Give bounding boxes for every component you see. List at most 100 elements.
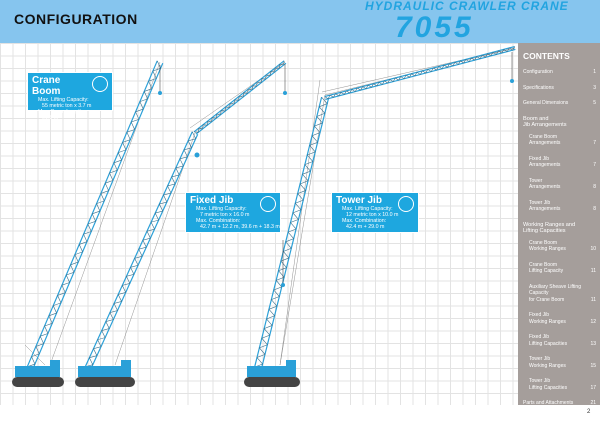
contents-item-label: General Dimensions <box>523 100 569 106</box>
contents-item[interactable]: Auxiliary Sheave Lifting Capacity for Cr… <box>523 284 596 304</box>
contents-item-label: Tower Jib Arrangements <box>529 199 561 213</box>
contents-item-label: Parts and Attachments <box>523 400 574 406</box>
contents-group: Working Ranges and Lifting Capacities <box>523 221 576 235</box>
rope <box>114 132 196 366</box>
hook <box>283 91 287 95</box>
callout-line: 12 metric ton x 10.0 m <box>346 212 399 218</box>
crawler-track <box>12 377 64 387</box>
header: CONFIGURATION HYDRAULIC CRAWLER CRANE 70… <box>0 0 600 43</box>
boom-chord <box>90 133 199 370</box>
boom-chord <box>195 62 287 135</box>
callout-line: 42.7 m + 12.2 m, 39.6 m + 18.3 m <box>200 224 280 230</box>
contents-item[interactable]: Tower Jib Lifting Capacities 17 <box>523 378 596 391</box>
rope <box>279 94 326 366</box>
contents-item-label: Configuration <box>523 69 553 75</box>
contents-item-page: 21 <box>590 400 596 406</box>
contents-item-page: 17 <box>590 384 596 391</box>
contents-item-label: Specifications <box>523 84 554 91</box>
callout-line: Max. Boom Length: <box>38 109 84 115</box>
callout-tower-jib: Tower Jib Max. Lifting Capacity: 12 metr… <box>331 192 419 233</box>
callout-fixed-jib: Fixed Jib Max. Lifting Capacity: 7 metri… <box>185 192 281 233</box>
fixed-jib-icon <box>260 196 276 212</box>
rope <box>194 61 286 134</box>
contents-item-label: Tower Arrangements <box>529 177 561 191</box>
boom-lacing <box>194 60 285 133</box>
contents-item-label: Crane Boom Lifting Capacity <box>529 261 564 275</box>
contents-item-label: Crane Boom Working Ranges <box>529 239 566 253</box>
contents-item-label: Tower Jib Working Ranges <box>529 356 566 369</box>
callout-line: 51.8 m <box>42 115 59 121</box>
contents-item[interactable]: General Dimensions 5 <box>523 100 596 107</box>
contents-item[interactable]: Fixed Jib Arrangements 7 <box>523 156 596 169</box>
callout-line: 55 metric ton x 3.7 m <box>42 103 92 109</box>
contents-item[interactable]: Crane Boom Arrangements 7 <box>523 134 596 147</box>
tower-jib-icon <box>398 196 414 212</box>
contents-item-page: 11 <box>590 296 596 303</box>
contents-item-label: Fixed Jib Working Ranges <box>529 312 566 325</box>
contents-item-label: Auxiliary Sheave Lifting Capacity for Cr… <box>529 283 581 303</box>
contents-item-page: 7 <box>593 140 596 146</box>
contents-item-page: 11 <box>590 268 596 274</box>
contents-item-label: Tower Jib Lifting Capacities <box>529 378 568 391</box>
crane-illustrations <box>12 45 516 387</box>
contents-item-label: Fixed Jib Arrangements <box>529 155 561 169</box>
boom-chord <box>260 98 329 369</box>
contents-item[interactable]: Configuration 1 <box>523 69 596 76</box>
contents-item-page: 7 <box>593 162 596 168</box>
page-number: 2 <box>587 409 591 415</box>
contents-item-label: Crane Boom Arrangements <box>529 133 561 147</box>
boom-chord <box>32 62 164 370</box>
callout-line: Max. Combination: <box>342 218 387 224</box>
brand-line: HYDRAULIC CRAWLER CRANE <box>365 0 569 13</box>
model-number: 7055 <box>395 11 474 43</box>
boom-lacing <box>254 96 328 368</box>
crane-body <box>247 366 291 377</box>
callout-title: Crane Boom <box>32 75 61 97</box>
contents-item-page: 1 <box>593 69 596 75</box>
hook <box>510 79 514 83</box>
callout-title: Tower Jib <box>336 195 382 206</box>
crawler-track <box>244 377 300 387</box>
rope <box>24 344 46 366</box>
contents-item[interactable]: Crane Boom Lifting Capacity 11 <box>523 262 596 275</box>
boom-lacing <box>324 46 515 100</box>
callout-line: Max. Lifting Capacity: <box>342 206 393 212</box>
hook <box>158 91 162 95</box>
callout-crane-boom: Crane Boom Max. Lifting Capacity: 55 met… <box>27 72 113 121</box>
contents-item-page: 12 <box>590 318 596 325</box>
crane-cab <box>286 360 296 377</box>
contents-item-page: 15 <box>590 362 596 369</box>
page-title: CONFIGURATION <box>14 11 138 27</box>
crawler-track <box>75 377 135 387</box>
contents-item[interactable]: Tower Arrangements 8 <box>523 178 596 191</box>
crane-cab <box>50 360 60 377</box>
contents-item[interactable]: Parts and Attachments 21 <box>523 400 596 407</box>
callout-line: 42.4 m + 29.0 m <box>346 224 385 230</box>
callout-line: 7 metric ton x 16.0 m <box>200 212 250 218</box>
boom-chord <box>324 45 515 98</box>
crane-cab <box>121 360 131 377</box>
contents-heading: CONTENTS <box>523 51 570 61</box>
hook <box>281 283 285 287</box>
callout-line: Max. Lifting Capacity: <box>38 97 89 103</box>
contents-item[interactable]: Tower Jib Arrangements 8 <box>523 200 596 213</box>
crane-body <box>78 366 126 377</box>
callout-title: Fixed Jib <box>190 195 234 206</box>
contents-group: Boom and Jib Arrangements <box>523 115 567 129</box>
contents-item-page: 8 <box>593 184 596 190</box>
contents-item[interactable]: Tower Jib Working Ranges 15 <box>523 356 596 369</box>
contents-item[interactable]: Fixed Jib Working Ranges 12 <box>523 312 596 325</box>
callout-line: Max. Lifting Capacity: <box>196 206 247 212</box>
rope <box>279 79 321 366</box>
boom-lacing <box>27 60 162 368</box>
contents-item-page: 8 <box>593 206 596 212</box>
crane-boom-icon <box>92 76 108 92</box>
hook <box>194 152 200 158</box>
crane-body <box>15 366 55 377</box>
contents-item-page: 5 <box>593 100 596 106</box>
